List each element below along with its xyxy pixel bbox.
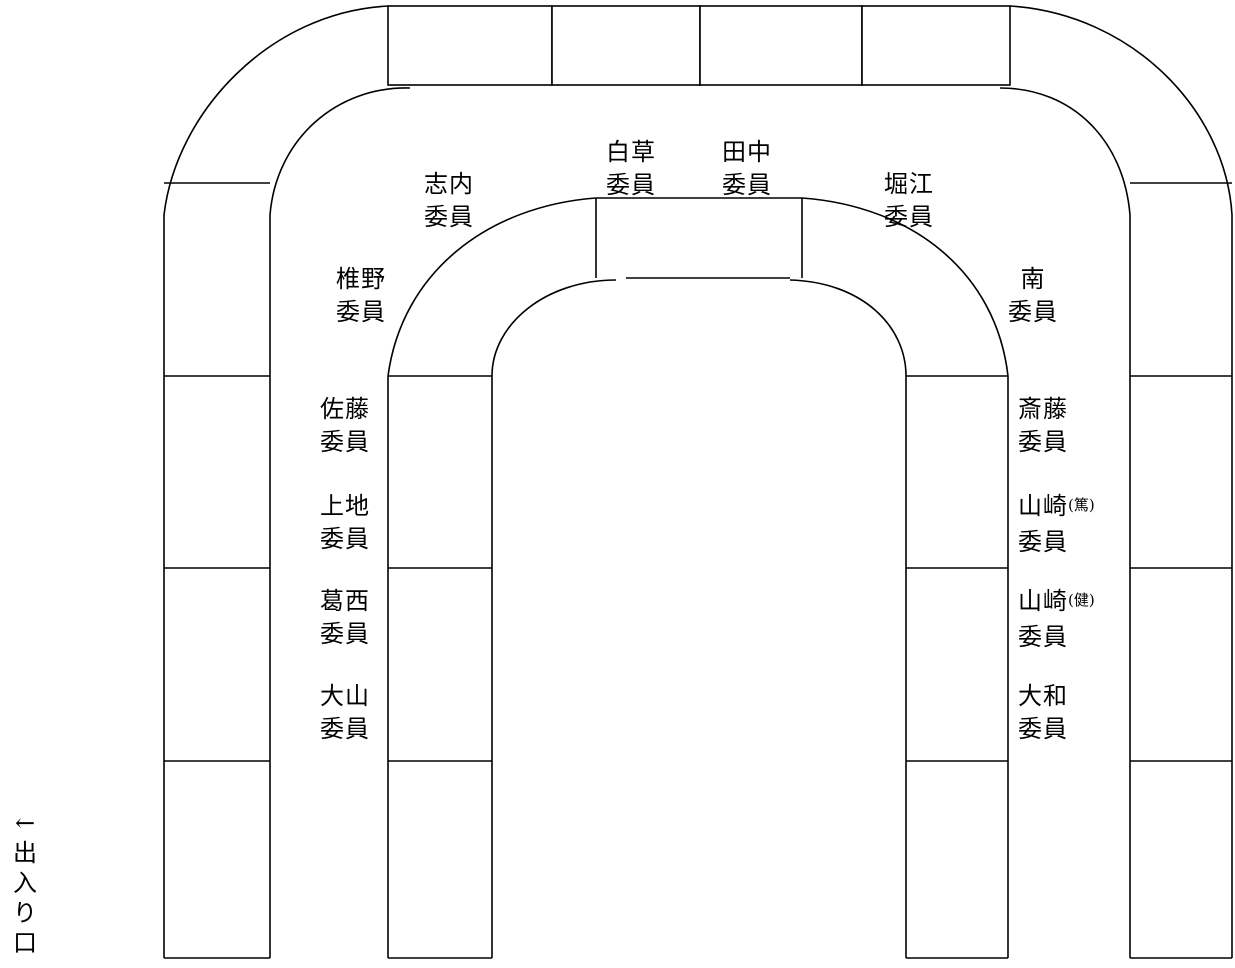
seat-title: 委員 <box>884 203 934 231</box>
seat-name: 大山 <box>320 682 370 710</box>
seat-title: 委員 <box>1008 298 1058 326</box>
seat-title: 委員 <box>1018 528 1068 556</box>
outer-top-seat <box>551 5 701 86</box>
seat-name: 南 <box>1020 265 1046 293</box>
seat-label-shiino: 椎野 委員 <box>336 263 386 329</box>
seat-name: 山崎 <box>1018 492 1068 520</box>
seat-title: 委員 <box>320 620 370 648</box>
seat-label-sato: 佐藤 委員 <box>320 393 370 459</box>
outer-top-seat <box>699 5 863 86</box>
seat-name: 斎藤 <box>1018 395 1068 423</box>
seat-label-shinai: 志内 委員 <box>424 168 474 234</box>
seat-note: (篤) <box>1068 496 1095 514</box>
seat-title: 委員 <box>606 171 656 199</box>
entrance-char: 入 <box>13 869 37 897</box>
seat-name: 志内 <box>424 170 474 198</box>
seat-title: 委員 <box>1018 623 1068 651</box>
outer-left-curve-inner <box>269 87 411 216</box>
seat-title: 委員 <box>1018 428 1068 456</box>
outer-right-curve-inner <box>999 87 1131 216</box>
seat-title: 委員 <box>336 298 386 326</box>
seat-title: 委員 <box>424 203 474 231</box>
seat-label-yamazaki-ken: 山崎(健) 委員 <box>1018 585 1095 654</box>
seat-title: 委員 <box>320 525 370 553</box>
seat-name: 葛西 <box>320 587 370 615</box>
entrance-char: 口 <box>13 929 37 957</box>
outer-top-seat <box>861 5 1011 86</box>
seat-name: 大和 <box>1018 682 1068 710</box>
seat-name: 堀江 <box>884 170 934 198</box>
seat-name: 田中 <box>722 138 772 166</box>
seat-title: 委員 <box>722 171 772 199</box>
seat-label-minami: 南 委員 <box>1004 263 1062 329</box>
entrance-char: 出 <box>13 839 37 867</box>
seat-name: 椎野 <box>336 265 386 293</box>
inner-table <box>387 197 1009 959</box>
inner-left-curve-inner <box>491 279 617 377</box>
seat-label-oyama: 大山 委員 <box>320 680 370 746</box>
left-arrow-icon: ← <box>14 809 36 837</box>
seat-title: 委員 <box>320 428 370 456</box>
seat-label-ueji: 上地 委員 <box>320 490 370 556</box>
inner-right-curve-inner <box>789 279 907 377</box>
outer-table <box>163 5 1233 959</box>
seat-title: 委員 <box>1018 715 1068 743</box>
seat-note: (健) <box>1068 591 1095 609</box>
seat-name: 上地 <box>320 492 370 520</box>
seat-name: 白草 <box>606 138 656 166</box>
outer-right-curve-outer <box>1009 5 1233 216</box>
seat-label-yamato: 大和 委員 <box>1018 680 1068 746</box>
seat-name: 山崎 <box>1018 587 1068 615</box>
seat-label-shiragusa: 白草 委員 <box>606 136 656 202</box>
entrance-label: ← 出 入 り 口 <box>8 808 42 958</box>
seat-label-tanaka: 田中 委員 <box>722 136 772 202</box>
seat-title: 委員 <box>320 715 370 743</box>
outer-left-curve-outer <box>163 5 389 216</box>
outer-top-seat <box>387 5 553 86</box>
inner-left-curve-outer <box>387 197 597 377</box>
seat-label-kasai: 葛西 委員 <box>320 585 370 651</box>
entrance-char: り <box>13 899 37 927</box>
seat-label-yamazaki-atsushi: 山崎(篤) 委員 <box>1018 490 1095 559</box>
seat-label-saito: 斎藤 委員 <box>1018 393 1068 459</box>
seat-label-horie: 堀江 委員 <box>884 168 934 234</box>
seat-name: 佐藤 <box>320 395 370 423</box>
inner-right-curve-outer <box>801 197 1009 377</box>
